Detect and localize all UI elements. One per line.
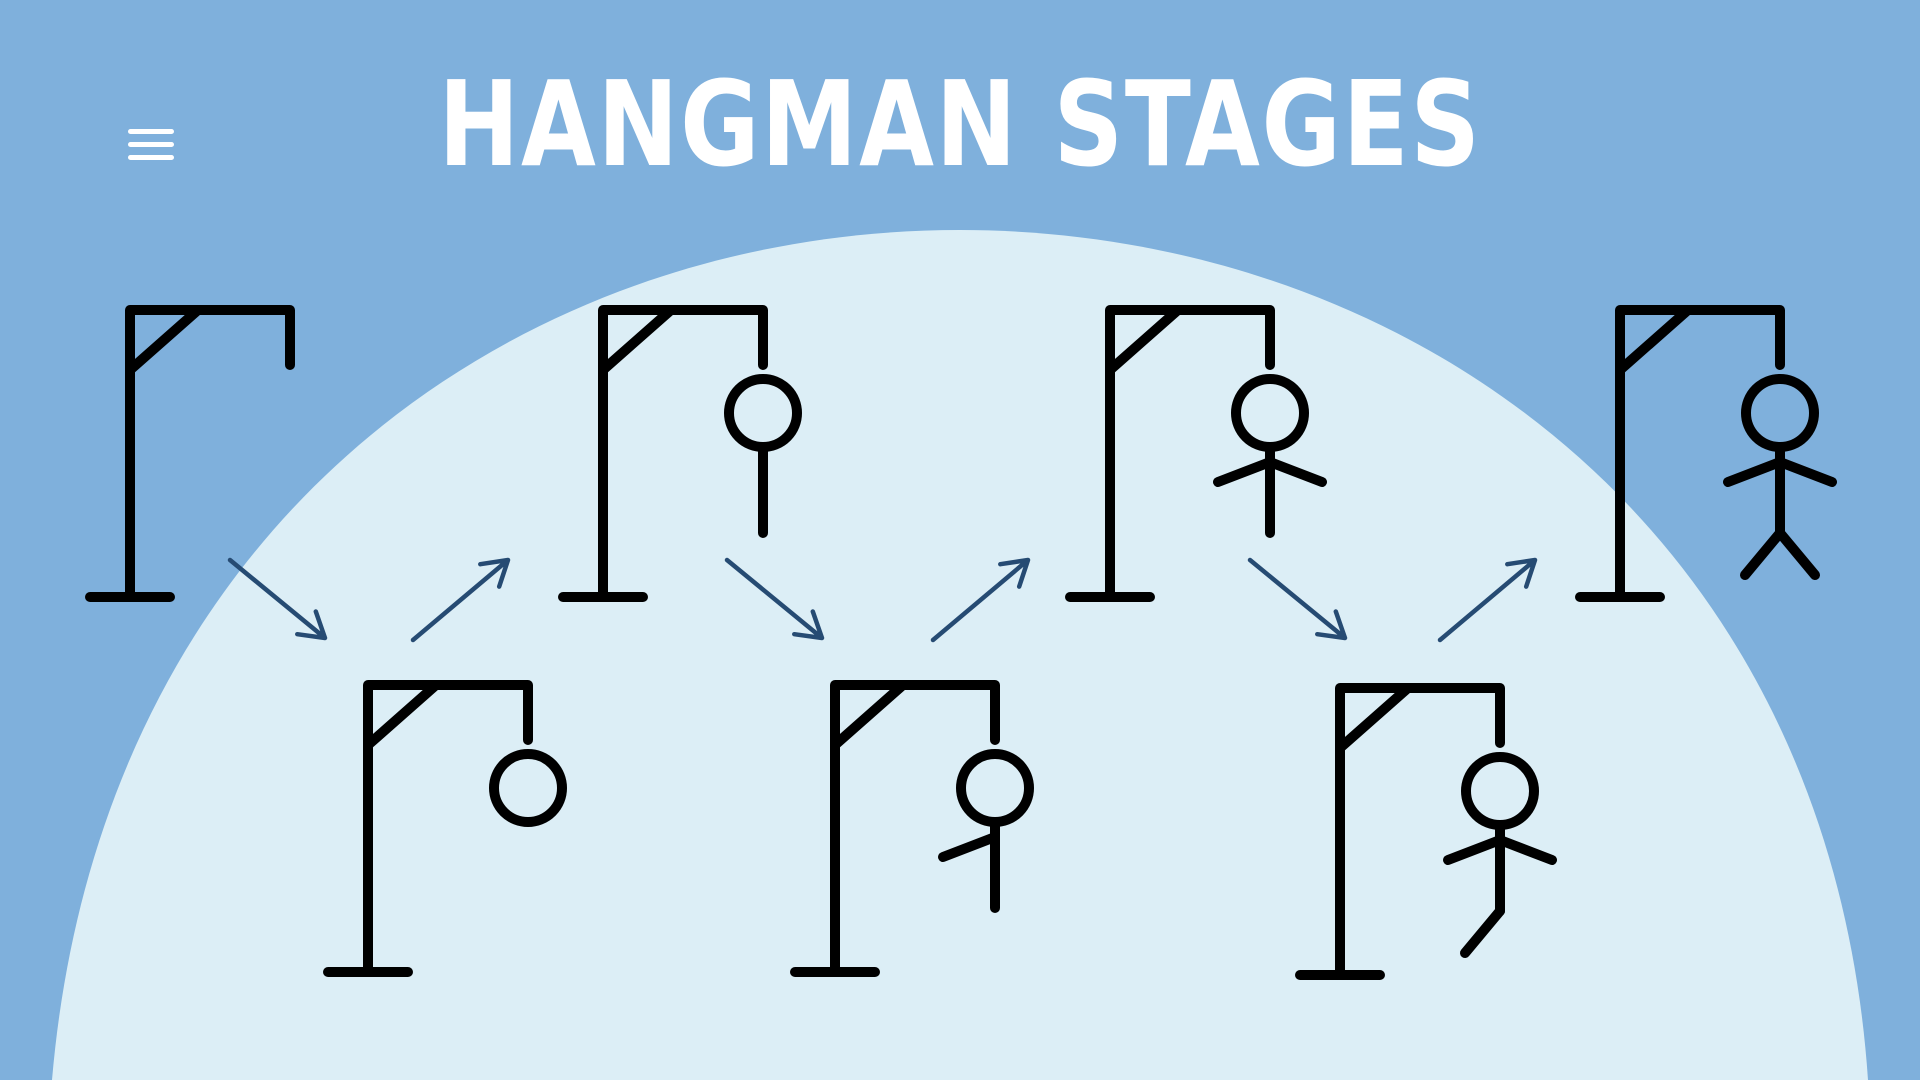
menu-icon-bar bbox=[128, 141, 174, 147]
gallows bbox=[558, 305, 768, 602]
menu-button[interactable] bbox=[128, 118, 184, 170]
head bbox=[1741, 374, 1819, 452]
gallows bbox=[1065, 305, 1275, 602]
gallows bbox=[85, 305, 295, 602]
head bbox=[1461, 752, 1539, 830]
stage-arrow-2 bbox=[410, 557, 511, 643]
stage-arrow-4 bbox=[930, 557, 1031, 643]
gallows bbox=[790, 680, 1000, 977]
head bbox=[724, 374, 802, 452]
gallows bbox=[323, 680, 533, 977]
hangman-stage-3 bbox=[558, 305, 802, 602]
stage-arrow-5 bbox=[1247, 557, 1348, 641]
menu-icon-bar bbox=[128, 128, 174, 134]
hangman-stage-2 bbox=[323, 680, 567, 977]
right-arm bbox=[1775, 457, 1837, 487]
hangman-stage-7 bbox=[1575, 305, 1837, 602]
head bbox=[489, 749, 567, 827]
left-arm bbox=[1443, 835, 1505, 865]
left-arm bbox=[1723, 457, 1785, 487]
right-arm bbox=[1495, 835, 1557, 865]
left-arm bbox=[1213, 457, 1275, 487]
right-arm bbox=[1265, 457, 1327, 487]
left-arm bbox=[938, 832, 1000, 862]
gallows bbox=[1295, 683, 1505, 980]
stage-arrow-1 bbox=[227, 557, 328, 641]
left-leg bbox=[1740, 528, 1785, 580]
head bbox=[1231, 374, 1309, 452]
hangman-stage-4 bbox=[790, 680, 1034, 977]
stage-arrow-3 bbox=[724, 557, 825, 641]
hangman-stage-1 bbox=[85, 305, 295, 602]
menu-icon-bar bbox=[128, 154, 174, 160]
head bbox=[956, 749, 1034, 827]
page-title: HANGMAN STAGES bbox=[438, 55, 1482, 193]
stage-arrow-6 bbox=[1437, 557, 1538, 643]
right-leg bbox=[1775, 528, 1820, 580]
hangman-stage-6 bbox=[1295, 683, 1557, 980]
hangman-stage-5 bbox=[1065, 305, 1327, 602]
left-leg bbox=[1460, 906, 1505, 958]
gallows bbox=[1575, 305, 1785, 602]
